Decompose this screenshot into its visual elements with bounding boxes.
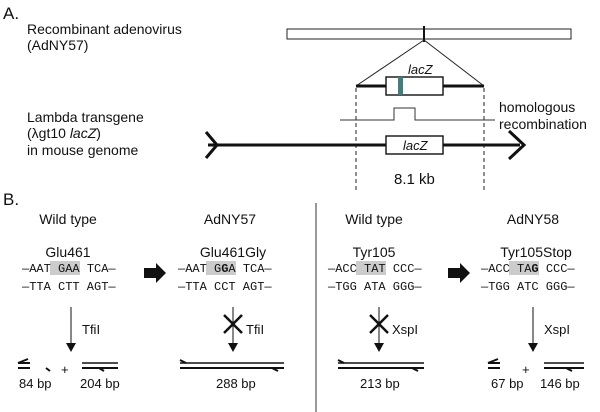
mut2-frag1-label: 67 bp (491, 376, 524, 391)
mut1-frag-end-left (179, 359, 187, 364)
wt2-frag-label: 213 bp (360, 376, 400, 391)
expansion-line-right (423, 39, 485, 87)
wt2-bottom-strand: —TGG ATA GGG— (327, 280, 422, 294)
homologous-label-line2: recombination (499, 116, 587, 132)
wt2-highlight (356, 261, 386, 275)
wt2-top-strand: —ACC TAT CCC— (327, 262, 422, 276)
wt2-title: Wild type (345, 211, 403, 227)
upper-lacz-box (385, 76, 444, 96)
recombination-line (340, 107, 495, 121)
mut1-title: AdNY57 (204, 211, 256, 227)
mut2-plus: + (522, 362, 530, 377)
mut1-codon: Glu461Gly (200, 244, 266, 260)
lambda-label-line3: in mouse genome (27, 142, 139, 158)
lambda-label-line1: Lambda transgene (27, 109, 144, 125)
mut1-frag-label: 288 bp (216, 376, 256, 391)
wt1-frag1-label: 84 bp (19, 376, 52, 391)
mut2-arrowhead (528, 343, 538, 352)
mut2-frag1-end (487, 358, 499, 364)
lambda-left-arrowhead (204, 131, 219, 159)
panel-a-label: A. (3, 4, 19, 23)
panel-b-label: B. (3, 190, 19, 209)
wt1-title: Wild type (39, 211, 97, 227)
size-label: 8.1 kb (394, 171, 435, 188)
wt1-top-strand: —AAT GAA TCA— (21, 262, 116, 276)
wt1-frag1-overhang (45, 367, 51, 372)
mut1-bottom-strand: —TTA CCT AGT— (177, 280, 272, 294)
mut2-title: AdNY58 (507, 211, 559, 227)
wt1-plus: + (61, 362, 69, 377)
lambda-right-arrowhead (507, 129, 527, 161)
mut2-top-strand: —ACC TAG CCC— (480, 262, 575, 276)
mut2-codon: Tyr105Stop (500, 244, 572, 260)
upper-lacz-label: lacZ (408, 62, 434, 77)
lower-lacz-label: lacZ (403, 138, 429, 153)
wt2-frag-end-left (337, 359, 345, 364)
wt1-enzyme: TfiI (82, 322, 100, 337)
adenovirus-label-line1: Recombinant adenovirus (27, 21, 182, 37)
mut2-bottom-strand: —TGG ATC GGG— (480, 280, 575, 294)
wt1-bottom-strand: —TTA CTT AGT— (21, 280, 116, 294)
wt1-codon: Glu461 (45, 244, 90, 260)
mut1-top-strand: —AAT GGA TCA— (177, 262, 272, 276)
mut1-highlight (206, 261, 236, 275)
mut2-enzyme: XspI (544, 322, 570, 337)
wt1-arrowhead (66, 343, 76, 352)
homologous-label-line1: homologous (499, 99, 575, 115)
lower-lacz-box (385, 135, 444, 155)
wt2-enzyme: XspI (392, 322, 418, 337)
adenovirus-genome-bar (286, 28, 572, 40)
mut1-block-cross-b (223, 314, 243, 334)
mutation-marker (398, 77, 403, 95)
mut1-arrowhead (228, 343, 238, 352)
mutation-arrow-2 (448, 263, 470, 283)
wt2-codon: Tyr105 (353, 244, 396, 260)
mut1-enzyme: TfiI (246, 322, 264, 337)
lambda-label-line2: (λgt10 lacZ) (27, 125, 101, 141)
expansion-line-left (355, 39, 425, 87)
mut2-frag2-overhang (565, 367, 573, 372)
mut2-highlight (509, 261, 539, 275)
adenovirus-label-line2: (AdNY57) (27, 37, 88, 53)
wt1-frag2-label: 204 bp (80, 376, 120, 391)
wt1-highlight (50, 261, 80, 275)
wt1-frag2-overhang (98, 367, 105, 372)
wt2-block-cross-b (369, 314, 389, 334)
mut1-frag-end-right (271, 367, 279, 372)
wt2-arrowhead (374, 343, 384, 352)
mutation-arrow-1 (144, 263, 166, 283)
mut2-frag2-label: 146 bp (540, 376, 580, 391)
wt2-frag-end-right (411, 367, 419, 372)
